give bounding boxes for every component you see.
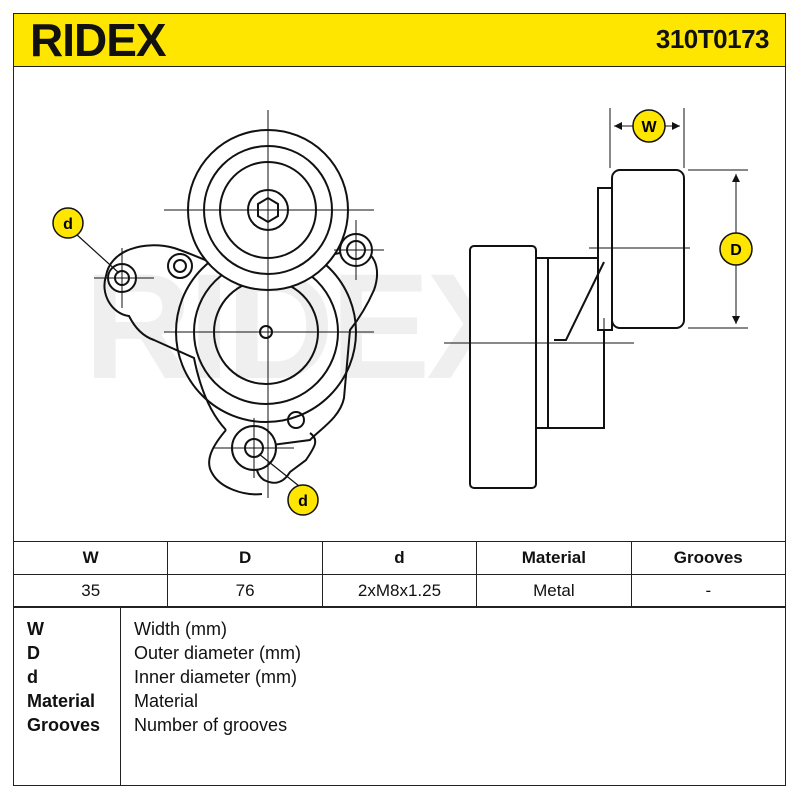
legend-desc: Material	[134, 691, 199, 711]
value-material: Metal	[476, 574, 632, 608]
col-header-d-outer: D	[167, 541, 323, 575]
legend-box: W Width (mm) D Outer diameter (mm) d Inn…	[13, 606, 786, 786]
value-d-inner: 2xM8x1.25	[321, 574, 478, 608]
legend-key: d	[27, 667, 38, 687]
callout-w: W	[632, 109, 666, 143]
value-d-outer: 76	[167, 574, 323, 608]
legend-item: D Outer diameter (mm)	[14, 643, 785, 667]
legend-key: Material	[27, 691, 96, 711]
legend-item: W Width (mm)	[14, 619, 785, 643]
legend-item: Material Material	[14, 691, 785, 715]
callout-d-bottom: d	[287, 484, 319, 516]
col-header-grooves: Grooves	[630, 541, 787, 575]
dimension-arrows	[614, 122, 740, 324]
svg-text:D: D	[730, 242, 742, 259]
svg-text:W: W	[641, 119, 657, 136]
legend-desc: Number of grooves	[134, 715, 288, 735]
spec-table-header-row: W D d Material Grooves	[12, 541, 787, 575]
header-bar: RIDEX 310T0173	[13, 13, 786, 67]
legend-desc: Width (mm)	[134, 619, 227, 639]
col-header-d-inner: d	[321, 541, 478, 575]
spec-table-row: 35 76 2xM8x1.25 Metal -	[12, 574, 787, 608]
value-grooves: -	[630, 574, 787, 608]
legend-item: Grooves Number of grooves	[14, 715, 785, 739]
legend-divider	[120, 607, 121, 785]
value-w: 35	[12, 574, 169, 608]
legend-desc: Outer diameter (mm)	[134, 643, 302, 663]
legend-key: Grooves	[27, 715, 101, 735]
legend-key: D	[27, 643, 40, 663]
legend-item: d Inner diameter (mm)	[14, 667, 785, 691]
svg-text:RIDEX: RIDEX	[30, 18, 167, 62]
callout-d-left: d	[52, 207, 84, 239]
center-lines	[94, 110, 384, 498]
col-header-material: Material	[476, 541, 632, 575]
col-header-w: W	[12, 541, 169, 575]
svg-text:d: d	[298, 493, 308, 510]
callout-d-diameter: D	[719, 232, 753, 266]
legend-desc: Inner diameter (mm)	[134, 667, 298, 687]
technical-drawing: RIDEX	[52, 108, 753, 516]
legend-key: W	[27, 619, 44, 639]
ridex-logo: RIDEX	[30, 18, 168, 62]
leader-lines	[75, 233, 300, 487]
tensioner-side-view	[469, 169, 685, 489]
spec-table: W D d Material Grooves 35 76 2xM8x1.25 M…	[12, 541, 787, 608]
part-number: 310T0173	[655, 24, 770, 54]
svg-text:d: d	[63, 216, 73, 233]
